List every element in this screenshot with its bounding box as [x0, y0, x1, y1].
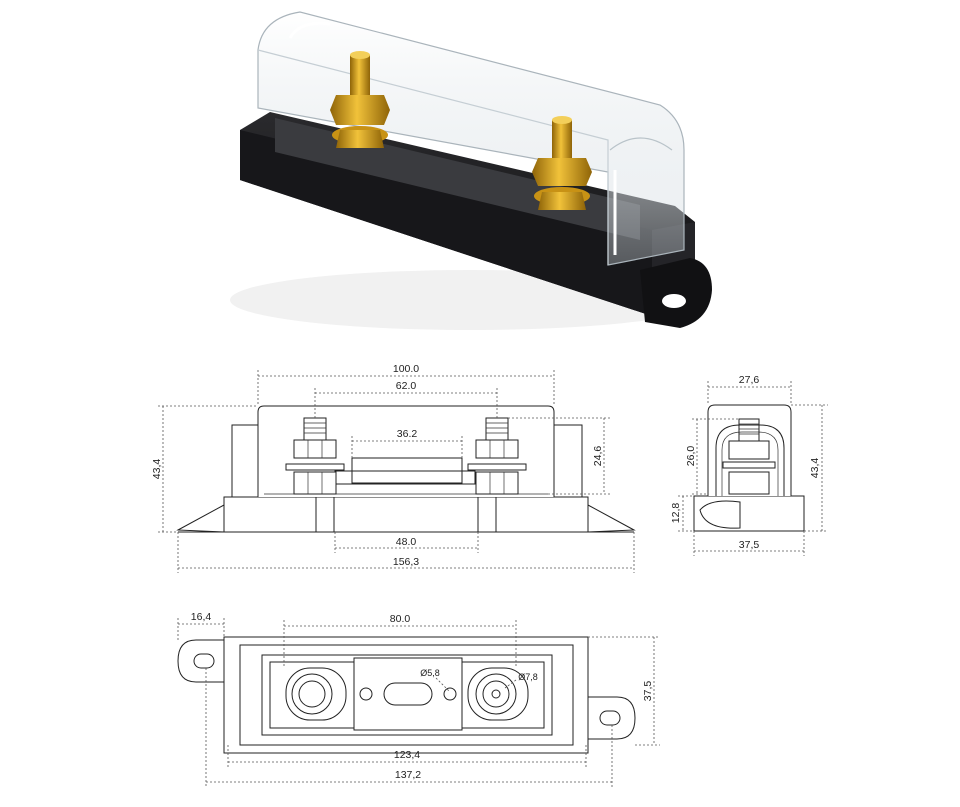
dim-stud-spacing: 62.0	[396, 380, 417, 392]
side-view: 27,6 26,0 43,4 12,8 37,5	[670, 374, 828, 556]
dim-stud-height: 24,6	[592, 446, 604, 467]
dim-stud-hole-small: Ø5,8	[420, 668, 440, 678]
side-dim-lines	[678, 381, 828, 556]
dim-base-width: 37,5	[739, 539, 760, 551]
top-terminal-right	[467, 667, 529, 721]
mounting-ear	[640, 258, 712, 328]
side-base	[693, 495, 805, 532]
brass-stud-right	[532, 116, 592, 210]
top-view: 16,4 80.0 Ø5,8 Ø7,8 37,5 123,4 137,2	[177, 611, 660, 787]
mounting-hole-icon	[662, 294, 686, 308]
dim-cover-width: 27,6	[739, 374, 760, 386]
dim-overall-length: 156,3	[393, 556, 419, 568]
dim-hole-spacing: 80.0	[390, 613, 411, 625]
dim-base-height: 12,8	[670, 503, 682, 524]
top-terminal-left	[285, 667, 347, 721]
front-view: 100.0 62.0 36.2 43,4 24,6 48.0 156,3	[151, 363, 636, 573]
top-ear-right	[587, 696, 636, 740]
dim-slot-width: 48.0	[396, 536, 417, 548]
dim-fuse-body: 36.2	[397, 428, 418, 440]
dim-overall-length-top: 137,2	[395, 769, 421, 781]
product-photo	[230, 11, 712, 330]
top-ear-left	[177, 639, 225, 683]
dim-top-span: 100.0	[393, 363, 419, 375]
dim-body-width: 37,5	[642, 681, 654, 702]
fuse-window	[383, 682, 433, 706]
front-stud-right	[467, 417, 527, 495]
dim-height-left: 43,4	[151, 459, 163, 480]
front-base	[223, 496, 589, 533]
top-dim-lines	[177, 618, 660, 787]
front-dim-lines	[158, 370, 635, 573]
dim-body-length: 123,4	[394, 749, 420, 761]
dim-stud-hole-large: Ø7,8	[518, 672, 538, 682]
dim-ear-width: 16,4	[191, 611, 212, 623]
dim-cover-height: 26,0	[685, 446, 697, 467]
dim-height-right: 43,4	[809, 458, 821, 479]
side-stud	[722, 418, 776, 495]
brass-stud-left	[330, 51, 390, 148]
front-stud-left	[285, 417, 345, 495]
top-fuse-plate	[353, 657, 463, 731]
